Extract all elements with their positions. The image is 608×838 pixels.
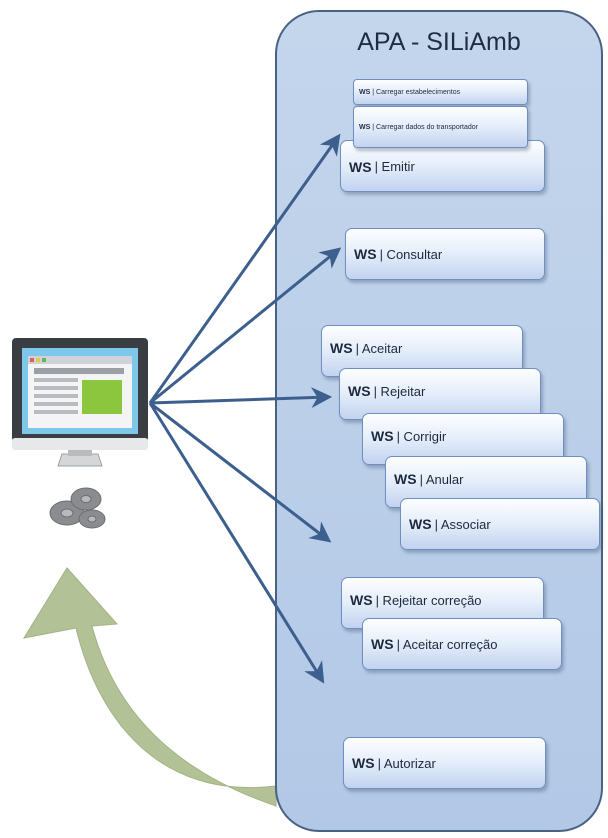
ws-prefix: WS (409, 516, 432, 532)
arrow-to-rejeitar (149, 387, 333, 409)
ws-prefix: WS (349, 159, 372, 175)
ws-aceitar-correcao-box[interactable]: WS| Aceitar correção (362, 618, 562, 670)
panel-title: APA - SILiAmb (357, 28, 521, 56)
ws-prefix: WS (348, 383, 371, 399)
ws-emitir-box[interactable]: WS| Emitir (340, 140, 545, 192)
ws-rejeitar-box[interactable]: WS| Rejeitar (339, 368, 541, 420)
ws-carregar-estabelecimentos-box[interactable]: WS| Carregar estabelecimentos (353, 79, 528, 105)
ws-prefix: WS (394, 471, 417, 487)
arrow-to-associar (149, 401, 332, 543)
gears-icon (49, 487, 106, 529)
ws-autorizar-box[interactable]: WS| Autorizar (343, 737, 546, 789)
ws-rejeitar-label: | Rejeitar (373, 383, 426, 399)
ws-prefix: WS (354, 246, 377, 262)
ws-corrigir-label: | Corrigir (396, 428, 447, 444)
computer-monitor-icon (12, 338, 148, 467)
ws-consultar-label: | Consultar (379, 246, 443, 262)
ws-emitir-label: | Emitir (374, 159, 415, 174)
ws-aceitar-correcao-label: | Aceitar correção (396, 636, 498, 652)
ws-autorizar-label: | Autorizar (377, 755, 436, 771)
ws-prefix: WS (330, 340, 353, 356)
curved-return-arrow-icon (22, 567, 277, 807)
ws-prefix: WS (352, 755, 375, 771)
ws-consultar-box[interactable]: WS| Consultar (345, 228, 545, 280)
ws-prefix: WS (350, 592, 373, 608)
ws-carregar-transportador-label: | Carregar dados do transportador (372, 123, 478, 131)
ws-rejeitar-correcao-label: | Rejeitar correção (375, 592, 482, 608)
ws-prefix: WS (359, 88, 371, 96)
ws-prefix: WS (359, 123, 371, 131)
ws-associar-label: | Associar (434, 516, 491, 532)
ws-prefix: WS (371, 428, 394, 444)
ws-prefix: WS (371, 636, 394, 652)
ws-carregar-transportador-box[interactable]: WS| Carregar dados do transportador (353, 106, 528, 148)
ws-carregar-estabelecimentos-label: | Carregar estabelecimentos (372, 88, 461, 96)
arrow-to-correcao (148, 402, 325, 684)
ws-aceitar-label: | Aceitar (355, 340, 403, 356)
arrow-to-consultar (149, 247, 342, 405)
ws-anular-label: | Anular (419, 471, 464, 487)
ws-associar-box[interactable]: WS| Associar (400, 498, 600, 550)
arrow-to-emitir (148, 133, 341, 404)
